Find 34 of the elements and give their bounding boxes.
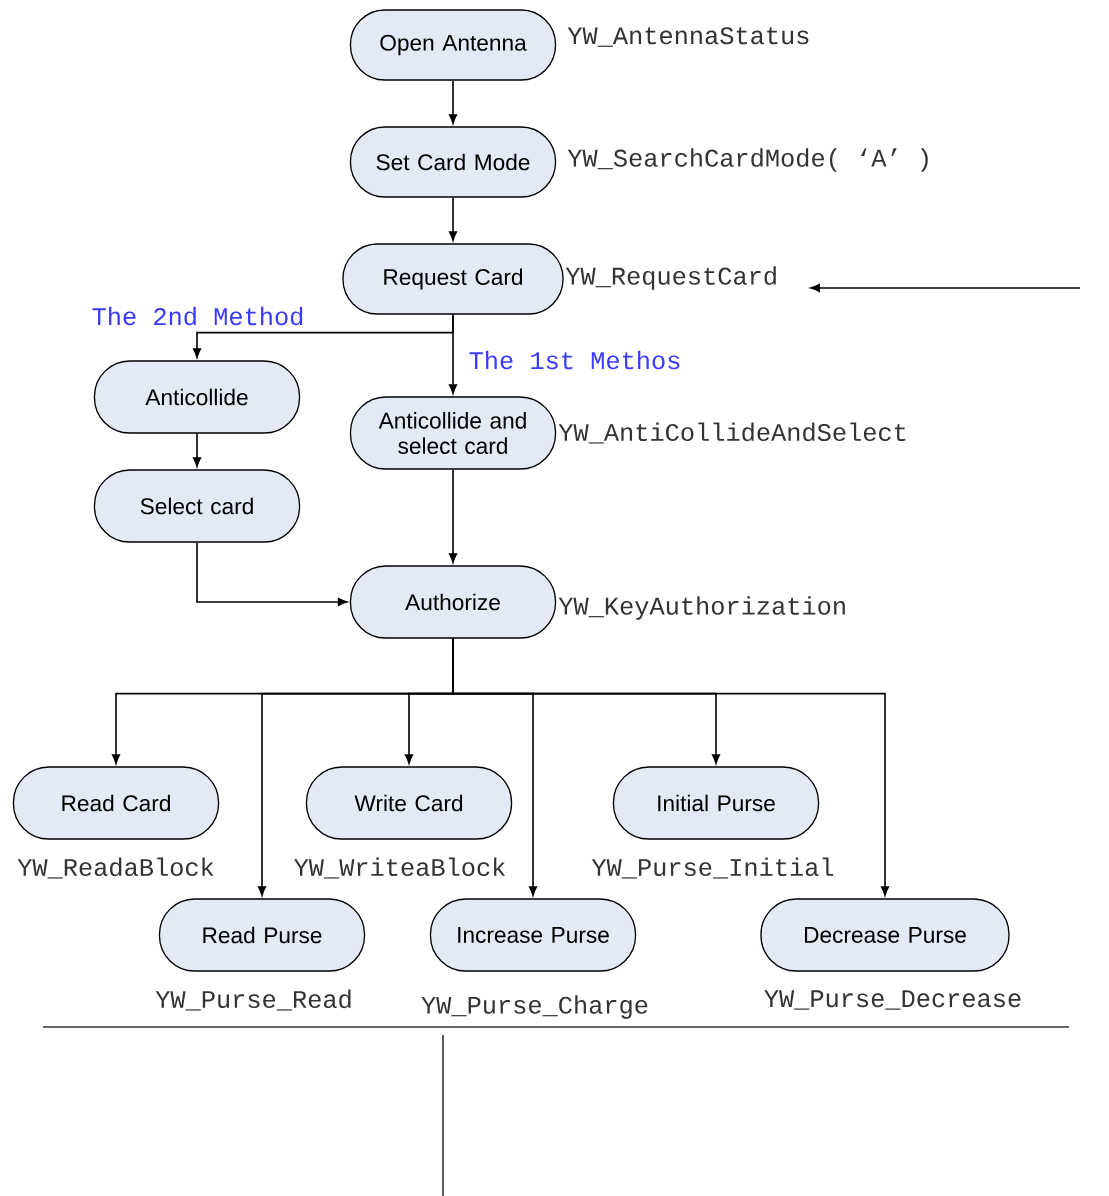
function-name: YW_AntennaStatus [567,27,809,47]
arrow [448,468,458,563]
arrow [448,196,458,241]
process-box: Write Card [305,766,513,840]
process-box: Decrease Purse [760,898,1010,972]
process-box: Authorize [349,565,557,639]
process-box: Initial Purse [612,766,820,840]
function-name: YW_KeyAuthorization [558,596,845,620]
process-box: Read Card [12,766,220,840]
function-name: YW_ReadaBlock [17,857,214,879]
function-name: YW_Purse_Decrease [764,990,1021,1010]
function-name: YW_WriteaBlock [294,857,506,879]
edge-label: The 1st Methos [469,350,680,370]
arrow [196,541,348,607]
process-box: Request Card [342,243,564,315]
arrow [448,79,458,124]
function-name: YW_Purse_Charge [421,995,648,1019]
function-name: YW_Purse_Read [155,989,351,1011]
function-name: YW_AntiCollideAndSelect [558,422,906,444]
process-box: Read Purse [158,898,366,972]
arrow [810,283,1081,293]
edge-label: The 2nd Method [92,306,303,326]
process-box: Open Antenna [349,9,557,81]
arrow [452,637,890,896]
function-name: YW_RequestCard [565,266,776,290]
arrow [192,432,202,467]
process-box: Anticollide [93,360,301,434]
process-box: Set Card Mode [349,126,557,198]
function-name: YW_Purse_Initial [591,857,834,879]
process-box: Anticollide and select card [349,396,557,470]
function-name: YW_SearchCardMode( ‘A’ ) [567,148,928,172]
arrow [448,313,458,394]
process-box: Select card [93,469,301,543]
process-box: Increase Purse [429,898,637,972]
